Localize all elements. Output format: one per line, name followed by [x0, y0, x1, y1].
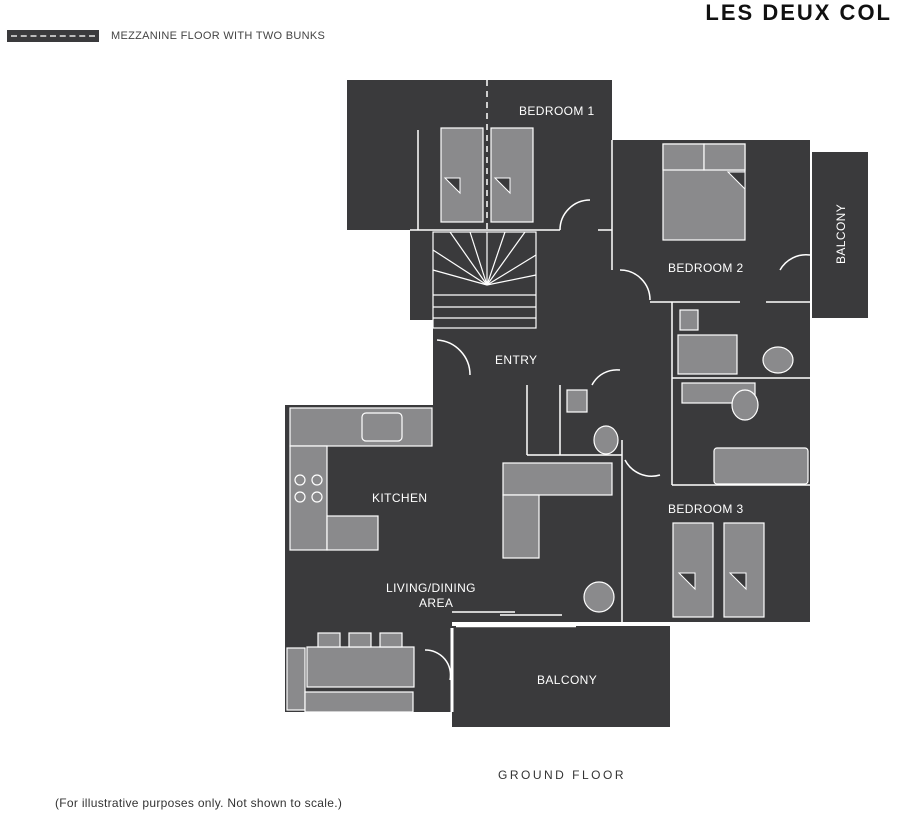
vanity [679, 309, 699, 331]
interior-walls [410, 80, 811, 712]
sink [361, 412, 403, 442]
page-title: LES DEUX COL [705, 0, 892, 25]
dining-table [306, 646, 415, 688]
chair [379, 632, 403, 648]
stove-icon [311, 474, 323, 486]
room-label-bedroom2: BEDROOM 2 [668, 261, 744, 275]
sofa [502, 462, 613, 496]
plant-icon [583, 581, 615, 613]
bunk-bed [440, 127, 484, 223]
room-label-balcony-bottom: BALCONY [537, 673, 597, 687]
room-label-living-area: AREA [419, 596, 453, 610]
shower [677, 334, 738, 375]
vanity [566, 389, 588, 413]
balcony-right-area [812, 152, 868, 318]
balcony-bottom-area [452, 626, 670, 727]
room-label-living: LIVING/DINING [386, 581, 476, 595]
toilet [731, 389, 759, 421]
bench [286, 647, 306, 711]
kitchen-counter [289, 407, 433, 447]
room-label-entry: ENTRY [495, 353, 537, 367]
mezzanine-legend-swatch [7, 30, 99, 42]
bunk-bed [490, 127, 534, 223]
stove-icon [294, 491, 306, 503]
chair [317, 632, 341, 648]
sofa [502, 494, 540, 559]
pillow [662, 143, 705, 171]
room-label-bedroom3: BEDROOM 3 [668, 502, 744, 516]
single-bed [672, 522, 714, 618]
room-label-kitchen: KITCHEN [372, 491, 427, 505]
single-bed [723, 522, 765, 618]
toilet [762, 346, 794, 374]
bathtub [713, 447, 809, 485]
floor-label: GROUND FLOOR [498, 768, 627, 782]
bed-fold-marks [443, 171, 747, 591]
toilet [593, 425, 619, 455]
bench [304, 691, 414, 713]
pillow [703, 143, 746, 171]
legend: MEZZANINE FLOOR WITH TWO BUNKS [7, 30, 325, 42]
kitchen-counter [326, 515, 379, 551]
stove-icon [294, 474, 306, 486]
chair [348, 632, 372, 648]
legend-label: MEZZANINE FLOOR WITH TWO BUNKS [111, 30, 326, 42]
staircase [432, 231, 537, 329]
room-label-bedroom1: BEDROOM 1 [519, 104, 595, 118]
disclaimer-note: (For illustrative purposes only. Not sho… [55, 796, 343, 810]
stove-icon [311, 491, 323, 503]
room-label-balcony-right: BALCONY [834, 204, 848, 264]
